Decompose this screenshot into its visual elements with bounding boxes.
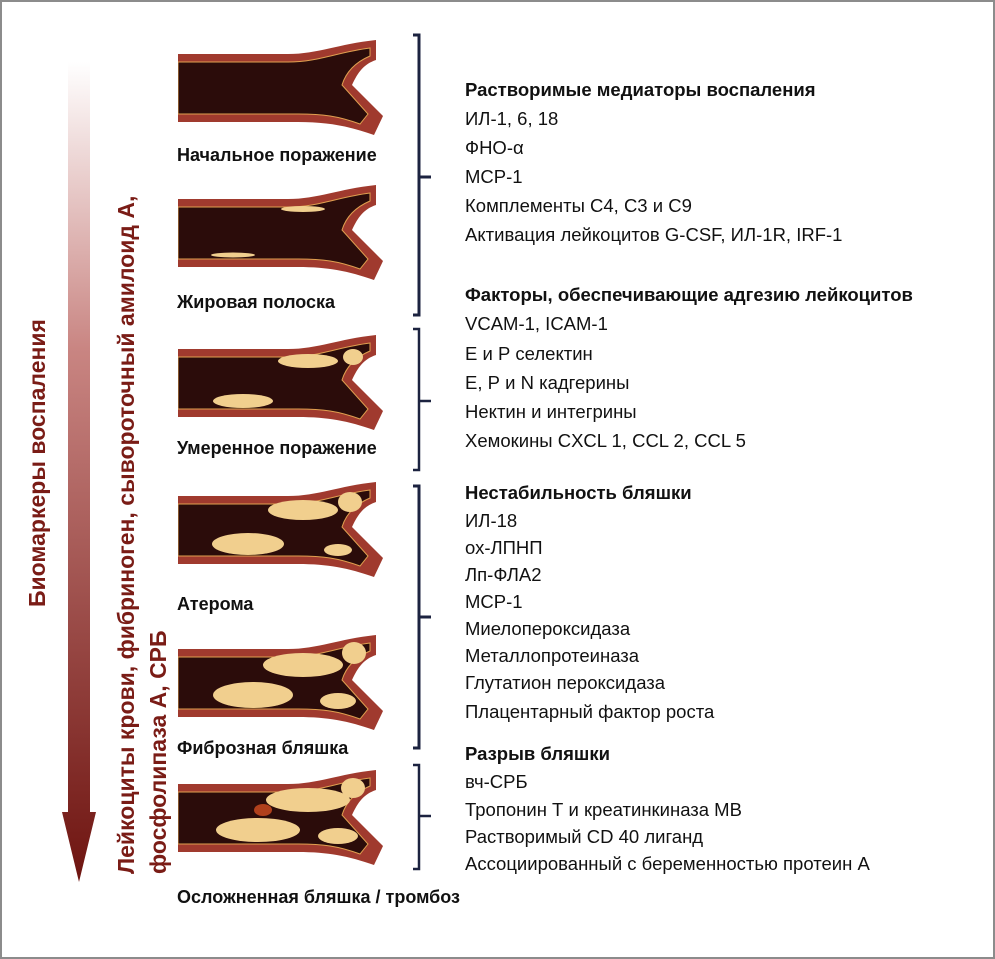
- artery-illustration-icon: [178, 40, 383, 135]
- marker-item: ФНО-α: [465, 137, 524, 158]
- marker-item: VCAM-1, ICAM-1: [465, 313, 608, 334]
- marker-item: вч-СРБ: [465, 771, 528, 792]
- marker-item: Комплементы С4, С3 и С9: [465, 195, 692, 216]
- stage-label: Жировая полоска: [177, 292, 336, 312]
- artery-illustration-icon: [178, 635, 383, 730]
- stage-label: Атерома: [177, 594, 254, 614]
- marker-item: МСР-1: [465, 166, 523, 187]
- blood-markers-line-1: Лейкоциты крови, фибриноген, сывороточны…: [113, 195, 139, 874]
- marker-item: МСР-1: [465, 591, 523, 612]
- stage-label: Умеренное поражение: [177, 438, 377, 458]
- stage-label: Начальное поражение: [177, 145, 377, 165]
- bracket-icon: [413, 33, 431, 317]
- blood-markers-line-2: фосфолипаза А, СРБ: [145, 630, 171, 874]
- marker-item: Хемокины CXCL 1, CCL 2, CCL 5: [465, 430, 746, 451]
- group-title: Факторы, обеспечивающие адгезию лейкоцит…: [465, 284, 913, 305]
- marker-item: Е и Р селектин: [465, 343, 593, 364]
- marker-item: Е, Р и N кадгерины: [465, 372, 630, 393]
- artery-illustration-icon: [178, 770, 383, 865]
- marker-item: ИЛ-1, 6, 18: [465, 108, 559, 129]
- marker-item: Растворимый CD 40 лиганд: [465, 826, 704, 847]
- marker-item: Лп-ФЛА2: [465, 564, 542, 585]
- marker-item: Металлопротеиназа: [465, 645, 640, 666]
- marker-item: Нектин и интегрины: [465, 401, 637, 422]
- marker-item: ИЛ-18: [465, 510, 518, 531]
- marker-item: Тропонин Т и креатинкиназа МВ: [465, 799, 742, 820]
- marker-item: Глутатион пероксидаза: [465, 672, 666, 693]
- group-title: Нестабильность бляшки: [465, 482, 692, 503]
- marker-item: ох-ЛПНП: [465, 537, 543, 558]
- blood-markers-text: Лейкоциты крови, фибриноген, сывороточны…: [110, 196, 174, 874]
- artery-illustration-icon: [178, 335, 383, 430]
- marker-item: Активация лейкоцитов G-CSF, ИЛ-1R, IRF-1: [465, 224, 843, 245]
- bracket-icon: [413, 763, 431, 871]
- artery-illustration-icon: [178, 185, 383, 280]
- group-title: Растворимые медиаторы воспаления: [465, 79, 816, 100]
- marker-item: Плацентарный фактор роста: [465, 701, 715, 722]
- marker-item: Ассоциированный с беременностью протеин …: [465, 853, 870, 874]
- artery-illustration-icon: [178, 482, 383, 577]
- stage-label: Фиброзная бляшка: [177, 738, 349, 758]
- axis-title: Биомаркеры воспаления: [24, 319, 50, 607]
- stage-label: Осложненная бляшка / тромбоз: [177, 887, 460, 907]
- progression-arrow-icon: [62, 62, 96, 882]
- bracket-icon: [413, 327, 431, 472]
- group-title: Разрыв бляшки: [465, 743, 610, 764]
- bracket-icon: [413, 484, 431, 750]
- marker-item: Миелопероксидаза: [465, 618, 631, 639]
